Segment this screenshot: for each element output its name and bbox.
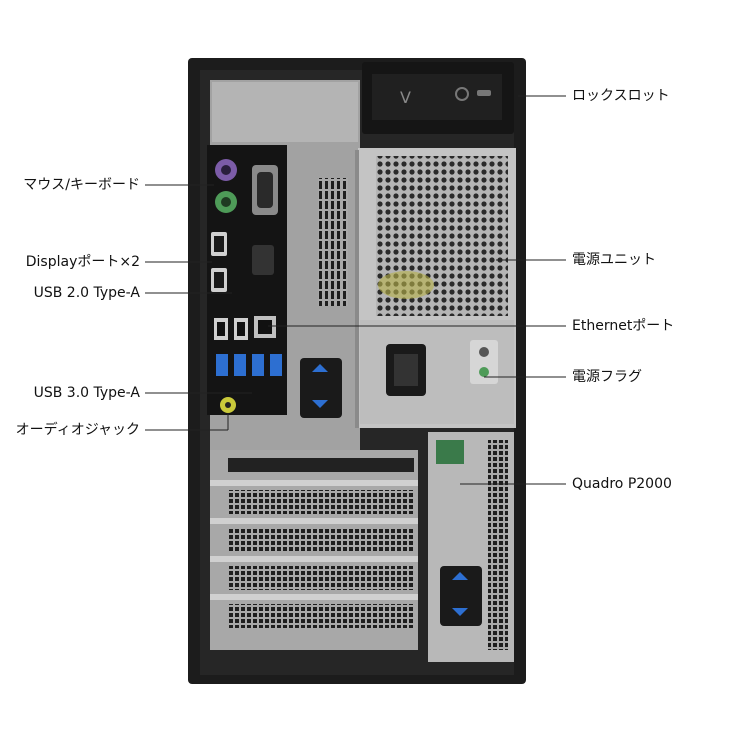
svg-text:V: V	[400, 88, 411, 107]
callout-lock-slot: ロックスロット	[572, 88, 670, 104]
callout-displayport: Displayポート×2	[25, 254, 140, 270]
release-latch-top	[300, 358, 342, 418]
callout-usb30: USB 3.0 Type-A	[33, 385, 140, 401]
callout-mouse-keyboard: マウス/キーボード	[23, 177, 140, 193]
usb30-port-4	[270, 354, 282, 376]
callout-psu: 電源ユニット	[572, 252, 656, 268]
callout-gpu: Quadro P2000	[572, 476, 672, 492]
usb30-port-3	[252, 354, 264, 376]
usb30-port-2	[234, 354, 246, 376]
usb30-port-1	[216, 354, 228, 376]
callout-ethernet: Ethernetポート	[572, 318, 675, 334]
callout-audio: オーディオジャック	[15, 422, 140, 438]
callout-power-flag: 電源フラグ	[572, 369, 642, 385]
lock-slot	[477, 90, 491, 96]
power-flag	[470, 340, 498, 384]
callout-usb20: USB 2.0 Type-A	[33, 285, 140, 301]
